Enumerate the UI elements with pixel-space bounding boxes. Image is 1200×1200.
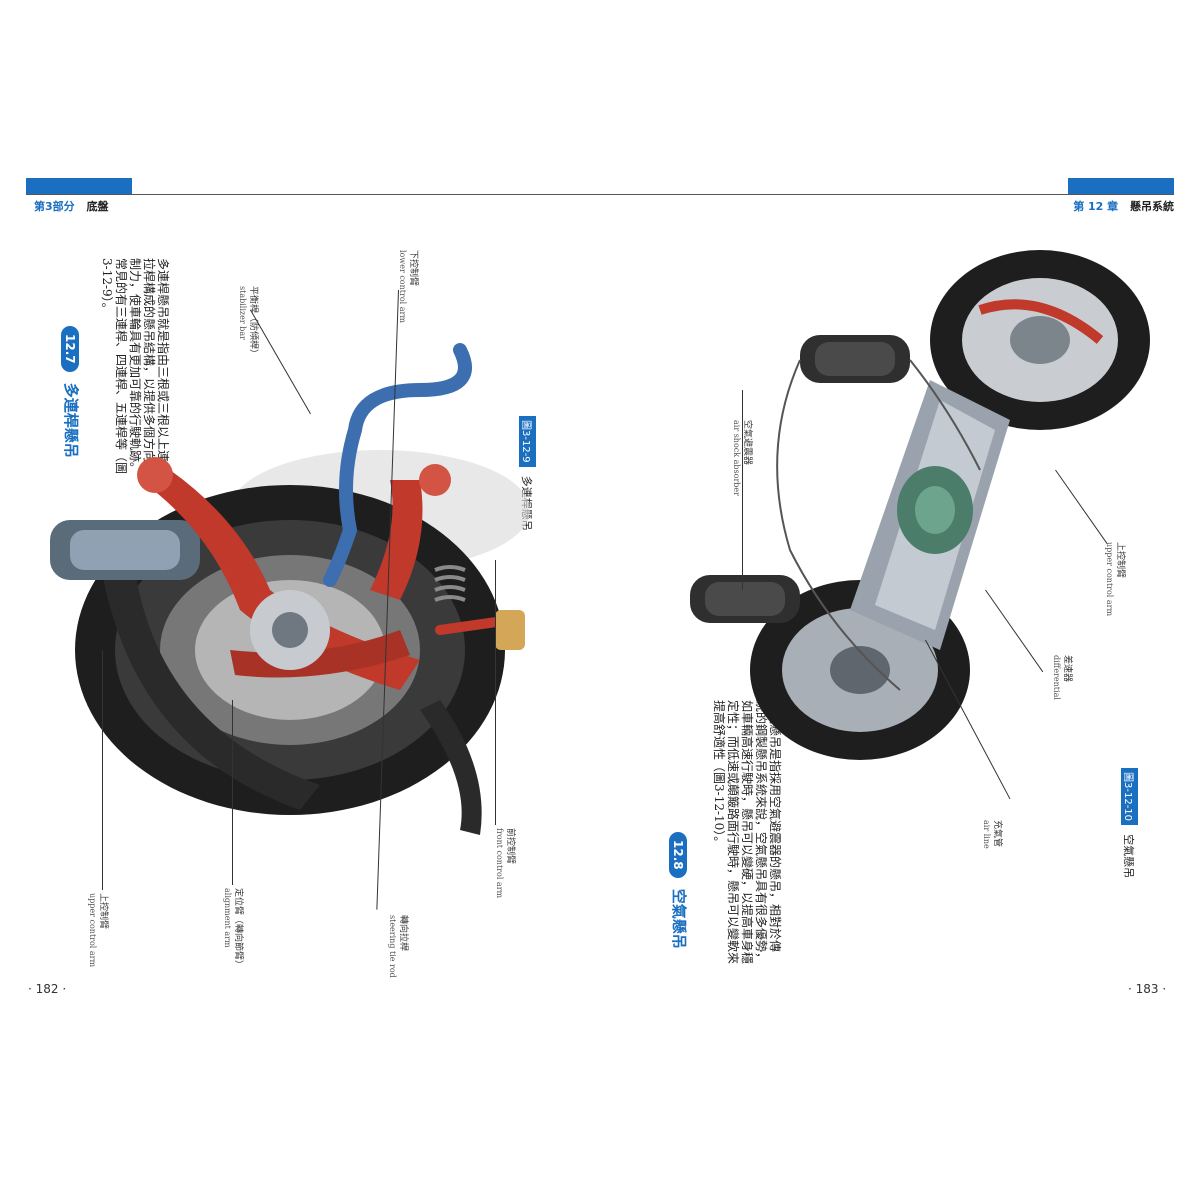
section-title: 空氣懸吊 bbox=[670, 888, 688, 949]
wheel-graphic bbox=[930, 250, 1150, 430]
chapter-title: 懸吊系統 bbox=[1130, 200, 1174, 213]
label-front-control-arm: 前控制臂 front control arm bbox=[495, 828, 515, 899]
label-alignment-arm: 定位臂（轉向節臂） alignment arm bbox=[223, 888, 243, 970]
header-rule bbox=[26, 194, 1174, 195]
figure-caption: 空氣懸吊 bbox=[1122, 834, 1135, 879]
right-page-number: · 183 · bbox=[1128, 982, 1167, 996]
label-upper-control-arm: 上控制臂 upper control arm bbox=[1105, 542, 1125, 617]
leader-line bbox=[232, 700, 233, 885]
part-label: 第3部分 bbox=[34, 200, 75, 213]
left-page-number: · 182 · bbox=[28, 982, 67, 996]
part-title: 底盤 bbox=[86, 200, 109, 213]
multilink-suspension-illustration bbox=[50, 343, 530, 835]
left-running-header: 第3部分 底盤 bbox=[34, 198, 109, 214]
leader-line bbox=[102, 650, 103, 890]
label-differential: 差速器 differential bbox=[1052, 655, 1072, 700]
label-air-shock-absorber: 空氣避震器 air shock absorber bbox=[732, 420, 752, 496]
label-steering-tie-rod: 轉向拉桿 steering tie rod bbox=[388, 915, 408, 978]
label-upper-control-arm: 上控制臂 upper control arm bbox=[88, 893, 108, 968]
leader-line bbox=[742, 390, 743, 590]
left-header-tab bbox=[26, 178, 132, 194]
label-lower-control-arm: 下控制臂 lower control arm bbox=[398, 250, 418, 323]
right-header-tab bbox=[1068, 178, 1174, 194]
label-stabilizer-bar: 平衡桿（防傾桿） stabilizer bar bbox=[238, 286, 258, 359]
air-suspension-illustration bbox=[690, 250, 1150, 760]
right-section-heading: 12.8 空氣懸吊 bbox=[669, 832, 690, 949]
right-running-header: 第 12 章 懸吊系統 bbox=[1073, 198, 1174, 214]
chapter-label: 第 12 章 bbox=[1073, 200, 1119, 213]
right-figure-caption: 圖3-12-10 空氣懸吊 bbox=[1121, 768, 1140, 878]
figure-tag: 圖3-12-10 bbox=[1121, 768, 1138, 826]
section-number: 12.8 bbox=[669, 832, 687, 878]
label-air-line: 充氣管 air line bbox=[982, 820, 1002, 849]
leader-line bbox=[495, 560, 496, 825]
